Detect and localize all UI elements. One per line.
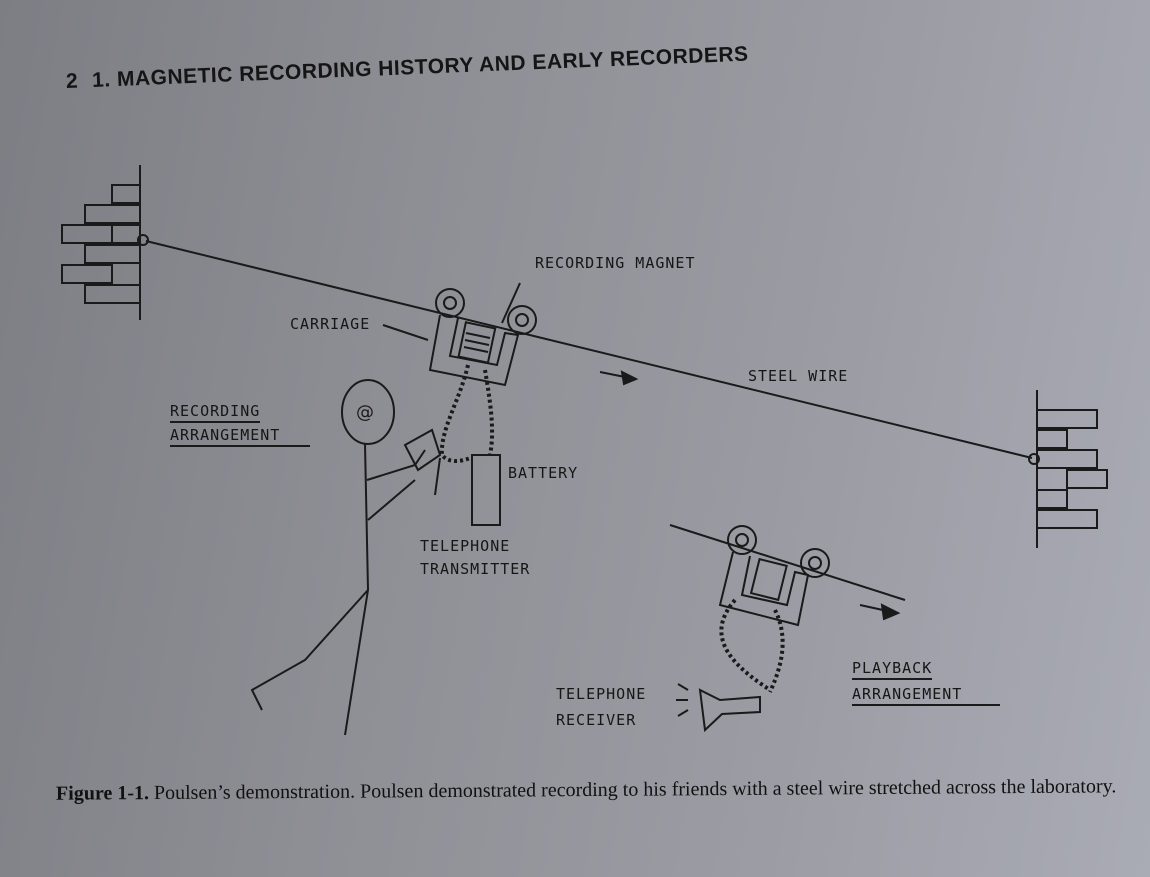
caption-text: Poulsen’s demonstration. Poulsen demonst… <box>153 775 1117 805</box>
right-wall-bricks <box>1036 390 1108 548</box>
label-telephone-transmitter-line1: TELEPHONE <box>420 537 511 555</box>
stick-figure: @ <box>250 379 426 736</box>
caption-label: Figure 1-1. <box>55 782 150 805</box>
playback-carriage <box>718 525 830 627</box>
battery <box>471 454 501 526</box>
sound-marks <box>676 683 689 717</box>
label-recording-magnet: RECORDING MAGNET <box>535 254 696 272</box>
label-telephone-receiver-line2: RECEIVER <box>556 711 637 729</box>
label-playback-arrangement-line2: ARRANGEMENT <box>852 685 1000 706</box>
label-recording-arrangement-line1: RECORDING <box>170 402 261 423</box>
label-playback-arrangement-line1: PLAYBACK <box>852 659 933 680</box>
label-recording-arrangement-line2: ARRANGEMENT <box>170 426 310 447</box>
left-wall-bricks <box>61 165 141 320</box>
svg-text:@: @ <box>356 402 374 423</box>
label-telephone-transmitter-line2: TRANSMITTER <box>420 560 531 578</box>
transmitter-pointer <box>434 457 441 496</box>
wire-anchor-left <box>137 234 149 246</box>
coiled-leads <box>439 364 495 463</box>
label-steel-wire: STEEL WIRE <box>748 367 849 385</box>
telephone-transmitter <box>403 428 442 472</box>
steel-wire <box>145 240 1033 459</box>
label-carriage: CARRIAGE <box>290 315 371 333</box>
label-battery: BATTERY <box>508 464 579 482</box>
recording-carriage <box>382 282 537 387</box>
wire-anchor-right <box>1028 453 1040 465</box>
playback-wire <box>669 524 906 601</box>
telephone-receiver <box>698 688 761 733</box>
label-telephone-receiver-line1: TELEPHONE <box>556 685 647 703</box>
